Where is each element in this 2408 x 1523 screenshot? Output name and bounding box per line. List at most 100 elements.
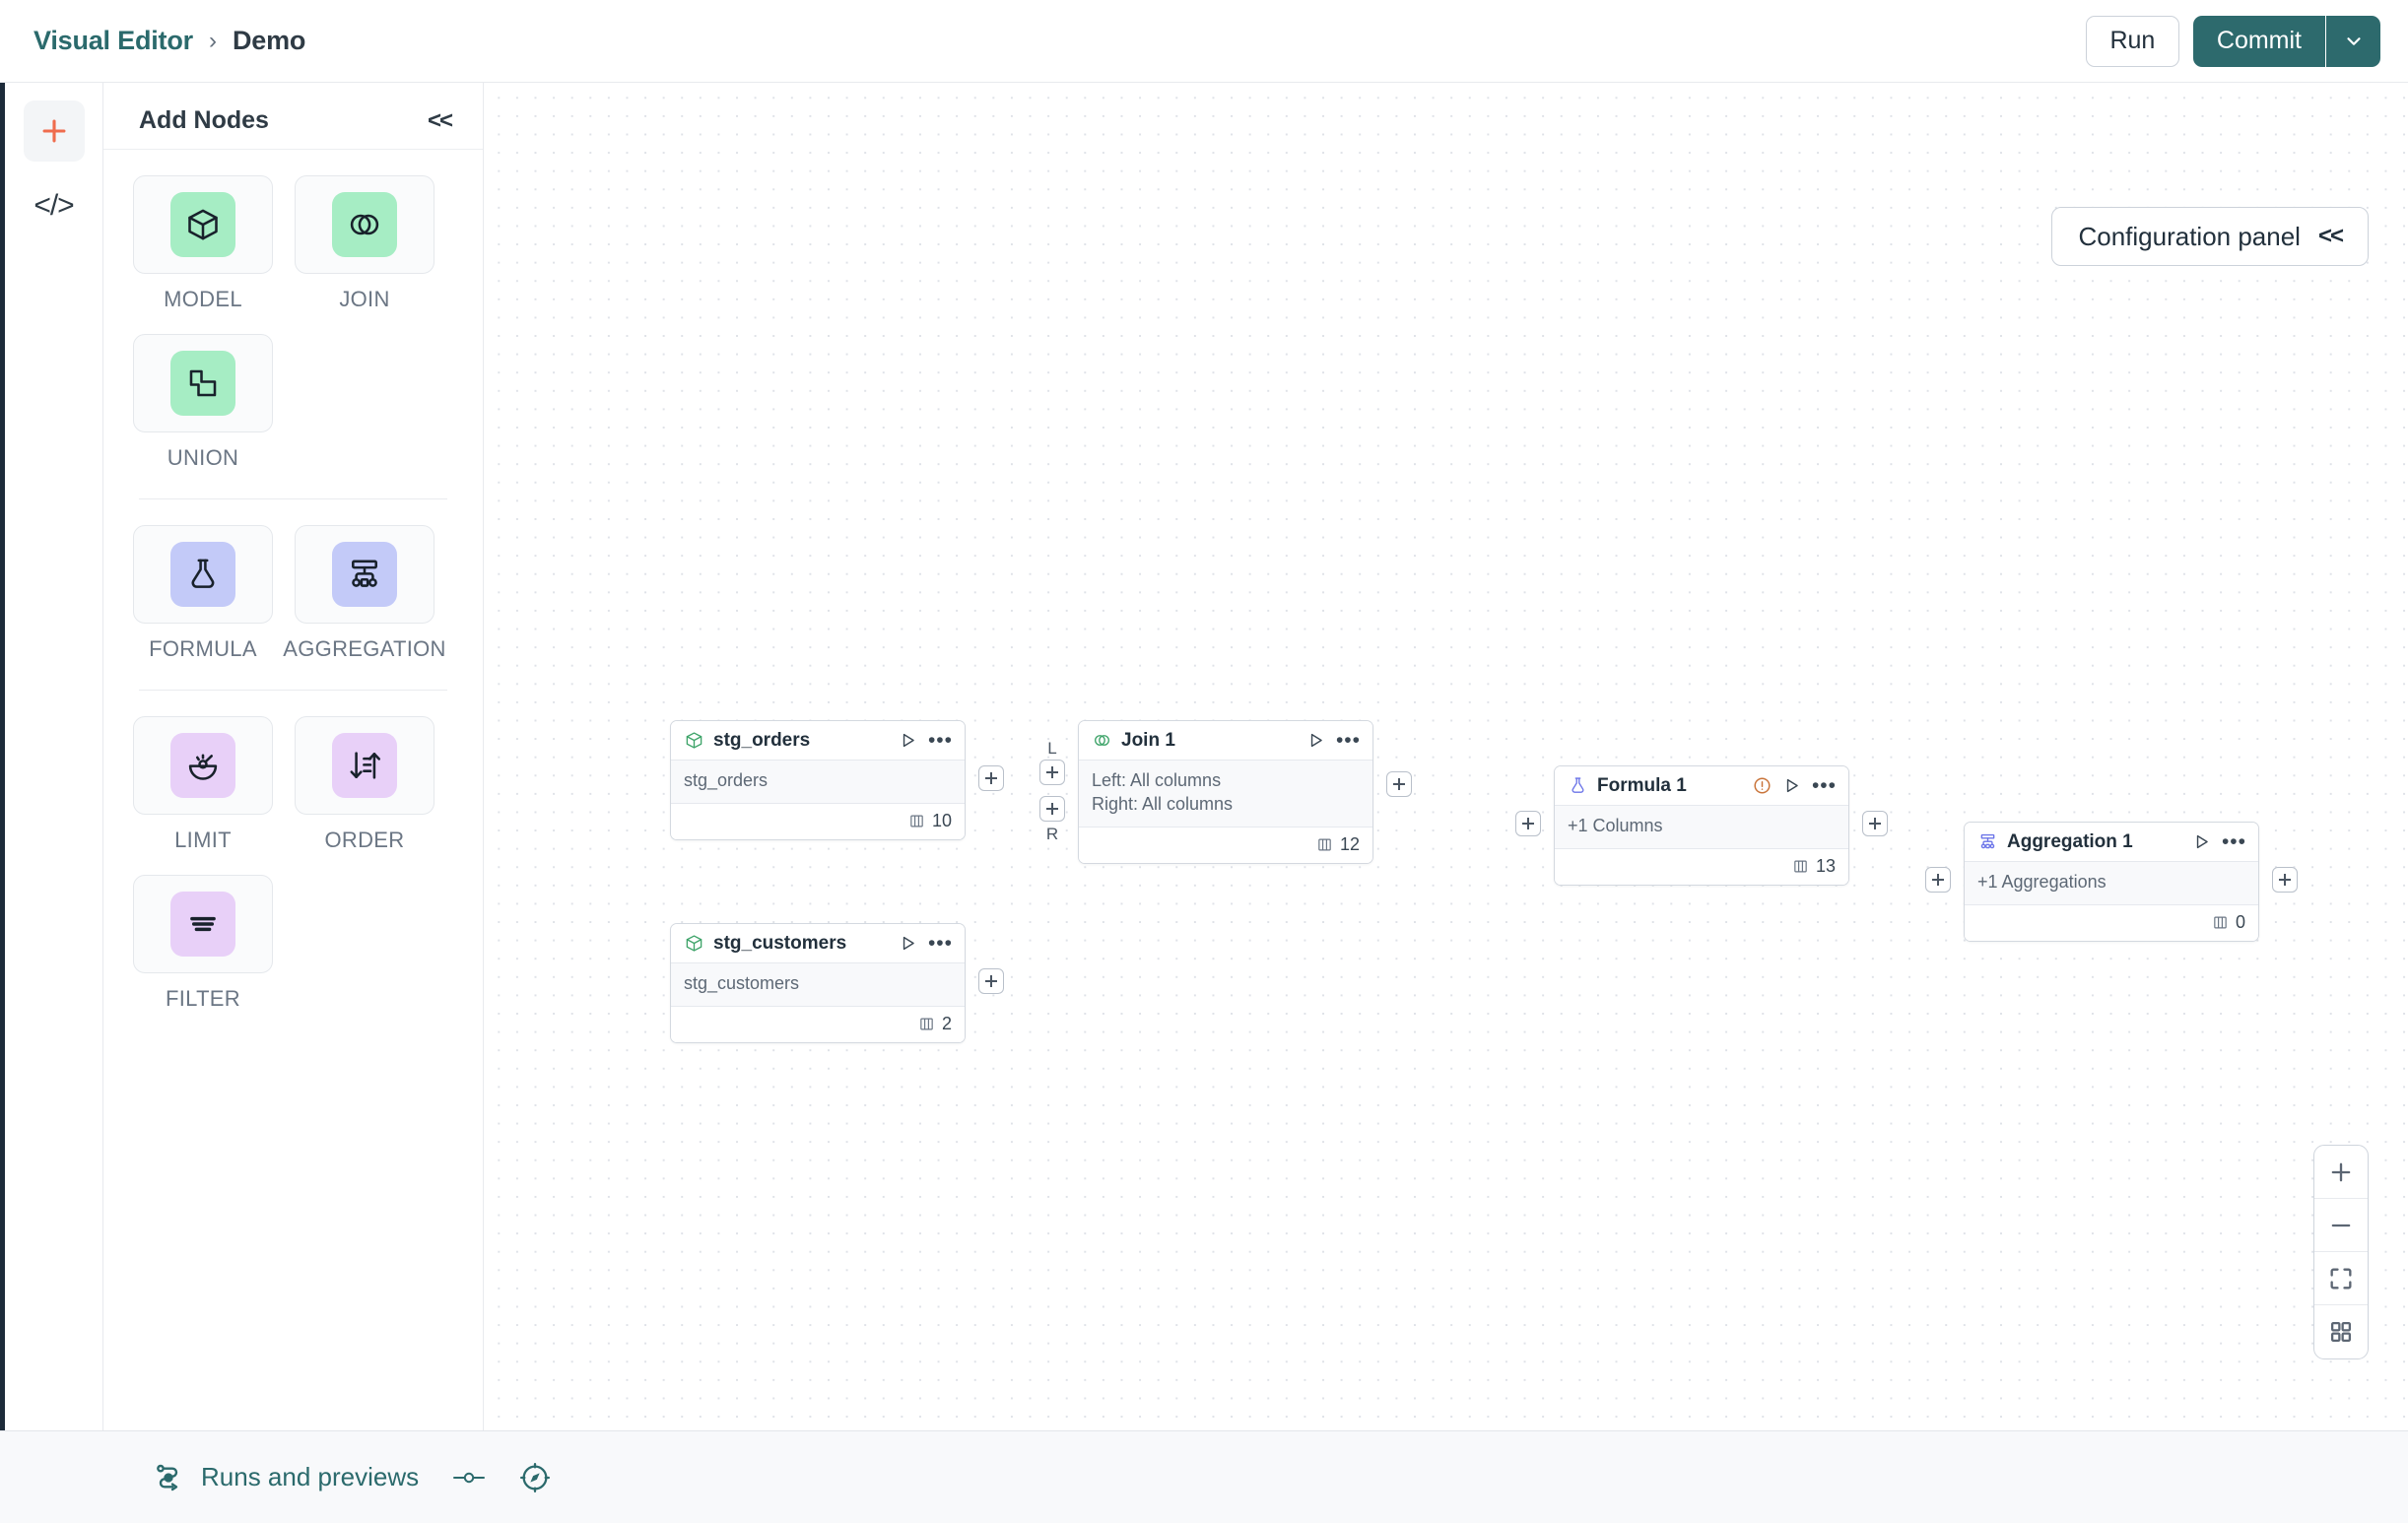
runs-and-previews-button[interactable]: Runs and previews: [153, 1462, 419, 1493]
play-icon[interactable]: [1782, 776, 1801, 795]
play-icon[interactable]: [1306, 731, 1325, 750]
input-port-label-left: L: [1047, 739, 1057, 758]
node-palette-tile-union[interactable]: [133, 334, 273, 432]
column-count: 0: [2235, 912, 2245, 933]
add-nodes-title: Add Nodes: [139, 106, 269, 134]
node-palette-swatch: [170, 542, 235, 607]
node-palette-tile-join[interactable]: [295, 175, 435, 274]
collapse-panel-button[interactable]: <<: [427, 106, 453, 134]
input-port-formula-1[interactable]: [1515, 811, 1541, 836]
output-port-formula-1[interactable]: [1862, 811, 1888, 836]
breadcrumb-current-page: Demo: [232, 26, 306, 55]
node-palette-item-aggregation[interactable]: AGGREGATION: [283, 525, 445, 662]
left-accent-strip: [0, 83, 5, 1430]
plus-icon: [42, 119, 65, 143]
node-palette-item-model[interactable]: MODEL: [133, 175, 273, 312]
node-palette-item-union[interactable]: UNION: [133, 334, 273, 471]
play-icon[interactable]: [2192, 832, 2211, 851]
cube-icon: [684, 933, 704, 954]
node-palette-tile-filter[interactable]: [133, 875, 273, 973]
node-palette-swatch: [170, 351, 235, 416]
bottom-bar: Runs and previews: [0, 1430, 2408, 1523]
node-palette-swatch: [332, 192, 397, 257]
node-palette-item-limit[interactable]: LIMIT: [133, 716, 273, 853]
node-group-0: MODEL JOIN UNION: [133, 175, 453, 471]
node-palette-tile-limit[interactable]: [133, 716, 273, 815]
column-count: 12: [1339, 834, 1360, 854]
play-icon[interactable]: [899, 934, 917, 953]
zoom-in-button[interactable]: [2314, 1146, 2368, 1199]
graph-node-body: stg_orders: [671, 761, 965, 804]
graph-node-actions: •••: [899, 931, 953, 955]
more-options-icon[interactable]: •••: [927, 931, 953, 955]
node-palette-item-join[interactable]: JOIN: [295, 175, 435, 312]
compass-button[interactable]: [519, 1462, 551, 1493]
commit-button[interactable]: Commit: [2192, 15, 2325, 67]
flow-canvas[interactable]: Configuration panel << stg_orders ••• stg_…: [484, 83, 2408, 1430]
graph-node-title: stg_orders: [713, 729, 811, 751]
breadcrumb-root-link[interactable]: Visual Editor: [33, 26, 193, 55]
node-palette-tile-order[interactable]: [295, 716, 435, 815]
node-palette-label: MODEL: [164, 287, 242, 311]
output-port-aggregation-1[interactable]: [2272, 867, 2298, 893]
more-options-icon[interactable]: •••: [1335, 728, 1361, 752]
graph-node-actions: •••: [1306, 728, 1361, 752]
node-palette-label: AGGREGATION: [283, 636, 446, 661]
runs-toggle-button[interactable]: [452, 1468, 486, 1488]
fit-view-icon: [2327, 1265, 2355, 1292]
node-palette-label: FORMULA: [149, 636, 257, 661]
node-palette-swatch: [332, 733, 397, 798]
output-port-stg-orders[interactable]: [978, 765, 1004, 791]
graph-node-body: +1 Columns: [1555, 806, 1848, 849]
configuration-panel-button[interactable]: Configuration panel <<: [2051, 207, 2369, 266]
more-options-icon[interactable]: •••: [1811, 773, 1837, 797]
input-port-join-1-right[interactable]: [1039, 796, 1065, 822]
add-nodes-rail-button[interactable]: [23, 100, 85, 162]
more-options-icon[interactable]: •••: [927, 728, 953, 752]
sort-icon: [347, 748, 382, 783]
node-palette-tile-model[interactable]: [133, 175, 273, 274]
node-palette-item-formula[interactable]: FORMULA: [133, 525, 273, 662]
runs-previews-icon: [153, 1462, 184, 1493]
runs-and-previews-label: Runs and previews: [201, 1462, 420, 1491]
graph-node-body-line: stg_customers: [684, 973, 800, 993]
code-rail-button[interactable]: </>: [24, 175, 85, 236]
input-port-join-1-left[interactable]: [1039, 760, 1065, 785]
graph-node-body-line: Right: All columns: [1092, 793, 1234, 814]
node-palette-item-filter[interactable]: FILTER: [133, 875, 273, 1012]
fit-view-button[interactable]: [2314, 1252, 2368, 1305]
input-port-aggregation-1[interactable]: [1925, 867, 1951, 893]
graph-node-body-line: stg_orders: [684, 770, 769, 790]
play-icon[interactable]: [899, 731, 917, 750]
node-palette-tile-formula[interactable]: [133, 525, 273, 624]
code-icon: </>: [33, 189, 74, 222]
compass-icon: [519, 1462, 551, 1493]
more-options-icon[interactable]: •••: [2221, 829, 2246, 853]
cube-icon: [684, 730, 704, 751]
graph-node-header: Formula 1•••: [1555, 766, 1848, 806]
warning-icon[interactable]: [1753, 776, 1772, 795]
graph-node-actions: •••: [1753, 773, 1837, 797]
chevron-collapse-icon: <<: [2317, 223, 2344, 249]
add-nodes-panel: Add Nodes << MODEL JOIN UNION FORMULA AGGREG…: [103, 83, 484, 1430]
filter-icon: [185, 906, 221, 942]
chevron-down-icon: [2346, 36, 2361, 45]
node-palette-tile-aggregation[interactable]: [295, 525, 435, 624]
output-port-stg-customers[interactable]: [978, 968, 1004, 994]
minimap-button[interactable]: [2314, 1305, 2368, 1358]
output-port-join-1[interactable]: [1386, 771, 1412, 797]
run-button[interactable]: Run: [2085, 15, 2179, 67]
node-palette-label: UNION: [167, 445, 239, 470]
columns-icon: [1792, 858, 1809, 875]
venn-icon: [347, 207, 382, 242]
node-palette-item-order[interactable]: ORDER: [295, 716, 435, 853]
commit-dropdown-button[interactable]: [2325, 15, 2380, 67]
zoom-out-button[interactable]: [2314, 1199, 2368, 1252]
columns-icon: [908, 813, 925, 829]
